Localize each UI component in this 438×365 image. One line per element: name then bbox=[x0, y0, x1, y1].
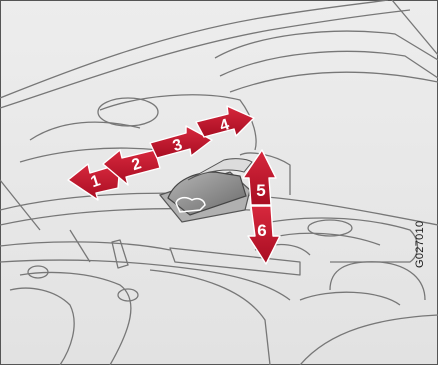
figure-reference-code: G027010 bbox=[414, 238, 438, 268]
label-6: 6 bbox=[257, 221, 266, 240]
label-5: 5 bbox=[256, 181, 265, 200]
